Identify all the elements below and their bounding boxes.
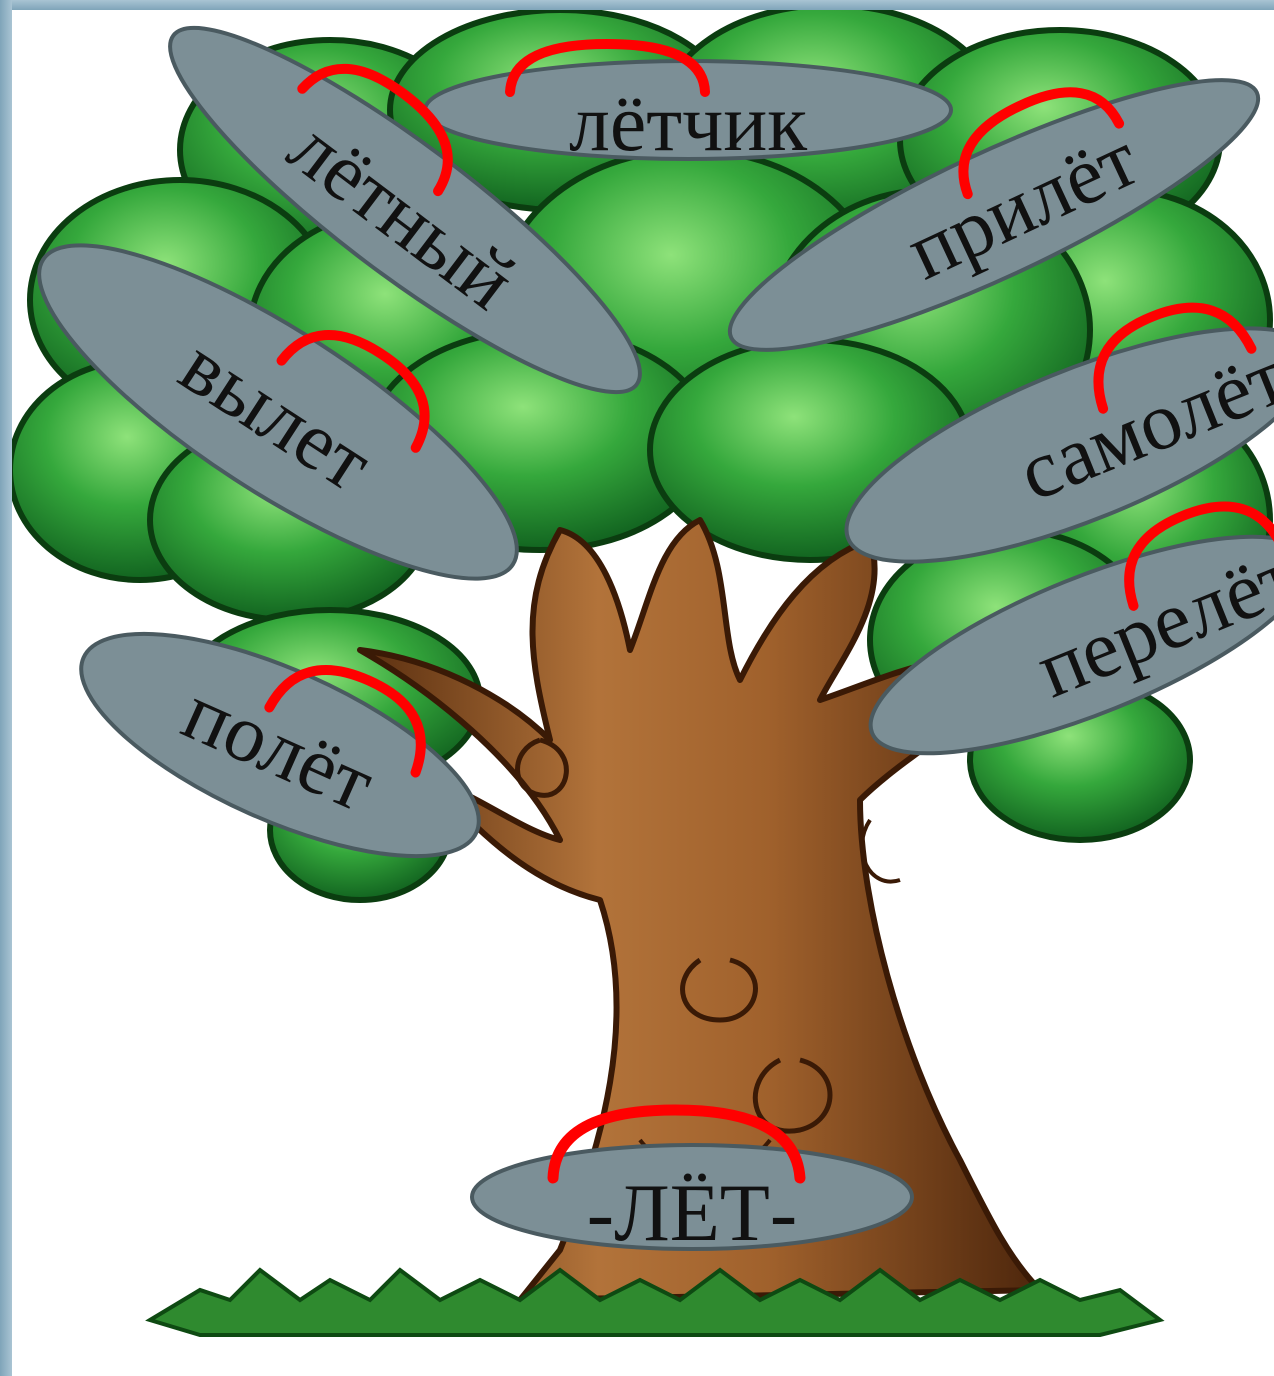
slide-canvas: лётчик лётный прилёт вылет самолёт перел…: [12, 10, 1274, 1376]
root-word-label: -ЛЁТ-: [587, 1167, 797, 1258]
slide-left-border: [0, 0, 12, 1376]
slide-top-border: [0, 0, 1274, 10]
word-label: лётчик: [569, 77, 807, 168]
word-tree-illustration: лётчик лётный прилёт вылет самолёт перел…: [12, 10, 1274, 1376]
